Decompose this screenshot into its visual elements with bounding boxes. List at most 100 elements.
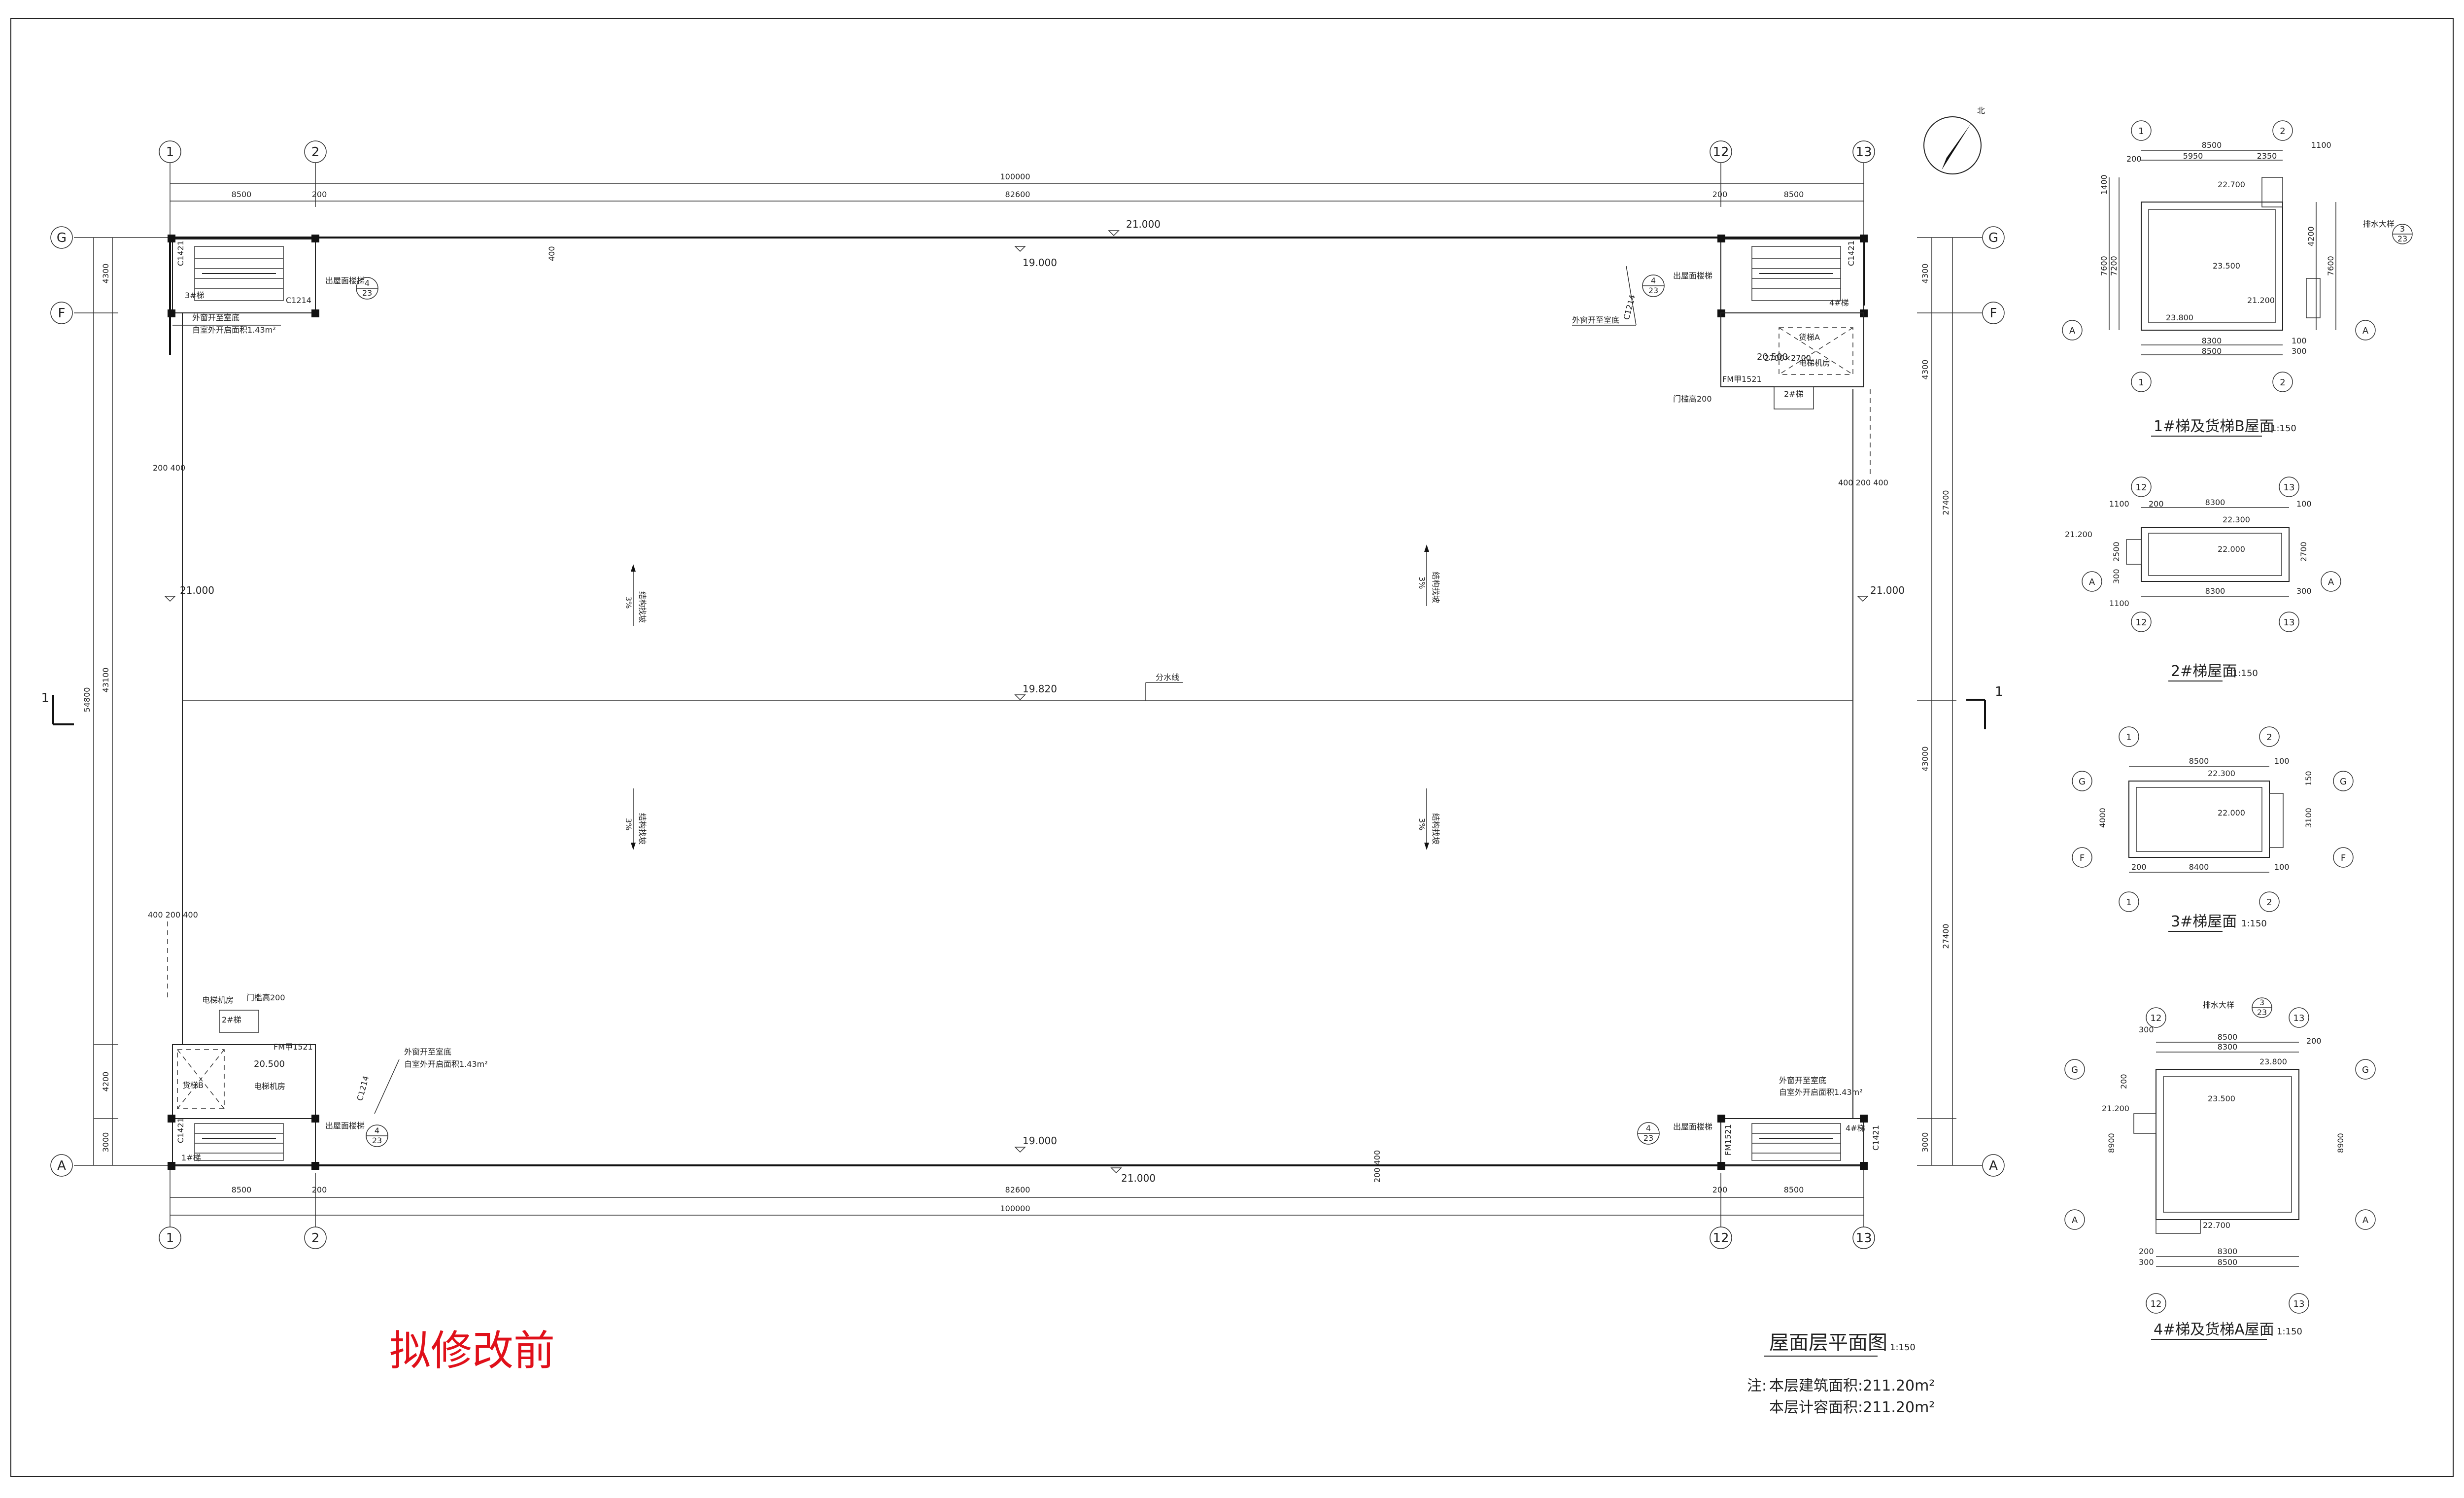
slope-bl: 3%	[624, 818, 633, 830]
mp2-level-22300: 22.300	[2223, 515, 2250, 524]
detail-tag-4-br: 4	[1646, 1124, 1651, 1133]
mp2-scale: 1:150	[2232, 668, 2258, 679]
stair-block-top-right: C1421 4#梯 货梯A 2700×2700 20.500 电梯机房 FM甲1…	[1572, 235, 1868, 409]
mp2-axis-13-top: 13	[2284, 482, 2295, 493]
axis-1-bottom: 1	[166, 1231, 174, 1246]
mp3-dim-3100: 3100	[2304, 808, 2313, 828]
dim-200-top-left: 200	[312, 190, 327, 199]
dim-27400-bottom: 27400	[1941, 924, 1951, 949]
mp3-level-22000: 22.000	[2218, 808, 2245, 817]
mp4-dim-300-bottom: 300	[2139, 1258, 2154, 1267]
elevator-room-tr: 电梯机房	[1799, 358, 1830, 368]
mp4-dim-8300-bottom: 8300	[2218, 1247, 2238, 1256]
slope-arrows: 3% 结构找坡 3% 结构找坡 3% 结构找坡 3% 结构找坡	[624, 545, 1440, 850]
mp4-tag-23: 23	[2257, 1008, 2267, 1017]
dim-4200-left: 4200	[101, 1072, 110, 1092]
mp1-scale: 1:150	[2271, 423, 2296, 434]
mp1-dim-2350: 2350	[2257, 151, 2277, 161]
mp4-level-21200: 21.200	[2102, 1104, 2129, 1113]
pump-label-tr: 出屋面楼梯	[1673, 271, 1712, 280]
dim-4300-right-2: 4300	[1920, 360, 1930, 380]
dim-mid-top: 82600	[1005, 190, 1030, 199]
slope-note-br: 结构找坡	[1431, 813, 1440, 845]
sheet-border	[10, 18, 2454, 1477]
section-label-left: 1	[41, 691, 49, 706]
slope-note-bl: 结构找坡	[638, 813, 647, 845]
level-19000-bottom: 19.000	[1023, 1135, 1057, 1147]
mp2-dim-100-top: 100	[2296, 499, 2312, 509]
dim-bay-left-bottom: 8500	[232, 1185, 252, 1194]
dim-4300-left: 4300	[101, 264, 110, 284]
mp2-dim-2700: 2700	[2299, 542, 2308, 562]
window-c1421-tl: C1421	[176, 240, 185, 266]
mp1-level-22700: 22.700	[2218, 180, 2245, 189]
window-c1214-bl: C1214	[355, 1075, 371, 1102]
mp1-level-23500: 23.500	[2213, 261, 2240, 271]
level-21000-left: 21.000	[180, 584, 214, 596]
dim-400-200-400-bl: 400 200 400	[148, 910, 198, 919]
level-21000-bottom: 21.000	[1121, 1172, 1156, 1184]
mp1-dim-8300: 8300	[2202, 336, 2222, 345]
dim-bay-right-bottom: 8500	[1784, 1185, 1804, 1194]
smoke2-br: 自室外开启面积1.43m²	[1779, 1088, 1863, 1097]
stair-block-bottom-left: 货梯B 20.500 电梯机房 FM甲1521 电梯机房 门槛高200 2#梯 …	[148, 910, 488, 1170]
mp1-axis-A-left: A	[2069, 326, 2076, 336]
door-sill-bl: 门槛高200	[246, 993, 285, 1002]
mini-plan-2: 12 13 12 13 A A 8300 1100 200 100 8300 1…	[2065, 477, 2341, 681]
dim-200-400-bottom: 200 400	[1372, 1150, 1382, 1183]
slope-tl: 3%	[624, 596, 633, 609]
mp1-dim-5950: 5950	[2183, 151, 2203, 161]
mp4-dim-8900-right: 8900	[2336, 1133, 2345, 1153]
mp1-tag-3: 3	[2400, 224, 2405, 234]
mp1-dim-7200: 7200	[2109, 256, 2119, 276]
mp3-dim-150: 150	[2304, 771, 2313, 786]
bottom-dimensions: 8500 8500 82600 100000 200 200	[170, 1163, 1864, 1227]
mp3-axis-G-left: G	[2079, 777, 2086, 787]
mp2-dim-1100-top: 1100	[2109, 499, 2129, 509]
stair4-label-br: 4#梯	[1846, 1124, 1865, 1133]
axis-1-top: 1	[166, 145, 174, 160]
axis-bubbles-bottom: 1 2 12 13	[159, 1226, 1875, 1249]
mp2-title: 2#梯屋面	[2171, 663, 2237, 680]
axis-A-right: A	[1989, 1158, 1998, 1173]
axis-bubbles-top: 1 2 12 13	[159, 140, 1875, 163]
smoke1-bl: 外窗开至室底	[404, 1047, 451, 1056]
mp2-axis-13-bottom: 13	[2284, 617, 2295, 628]
stair-block-top-left: C1421 3#梯 C1214 出屋面楼梯 4 23 外窗开至室底 自室外开启面…	[168, 235, 378, 335]
right-dimensions: 4300 4300 27400 43000 27400 3000	[1917, 237, 1982, 1166]
stair4-label: 4#梯	[1829, 298, 1849, 307]
window-c1214-tl: C1214	[286, 296, 311, 305]
mp1-note: 排水大样	[2363, 219, 2395, 229]
mp3-axis-G-right: G	[2340, 777, 2347, 787]
mp2-dim-200-top: 200	[2149, 499, 2164, 509]
mp1-axis-A-right: A	[2362, 326, 2369, 336]
mp2-axis-12-top: 12	[2136, 482, 2147, 493]
slope-note-tl: 结构找坡	[638, 591, 647, 623]
revision-title: 拟修改前	[389, 1327, 555, 1375]
top-dimensions: 100000 82600 8500 8500 200 200	[170, 163, 1864, 241]
pump-label-tl: 出屋面楼梯	[325, 276, 365, 285]
mp3-axis-1-top: 1	[2126, 732, 2131, 743]
dim-bay-right-top: 8500	[1784, 190, 1804, 199]
mp3-scale: 1:150	[2241, 919, 2267, 929]
dim-3000-right: 3000	[1920, 1132, 1930, 1153]
stair-block-bottom-right: C1421 4#梯 外窗开至室底 自室外开启面积1.43m² 出屋面楼梯 4 2…	[1637, 1076, 1881, 1170]
fm-bl: FM甲1521	[274, 1042, 313, 1052]
detail-tag-4-bl: 4	[375, 1126, 379, 1135]
dim-54800: 54800	[82, 687, 92, 713]
slope-tr: 3%	[1417, 577, 1427, 589]
detail-tag-4-tl: 4	[365, 278, 370, 288]
elevator-room-bl: 电梯机房	[254, 1082, 285, 1091]
mp4-level-22700: 22.700	[2203, 1221, 2230, 1230]
window-c1421-br: C1421	[1871, 1125, 1881, 1151]
mp1-dim-7600-left: 7600	[2099, 256, 2109, 276]
slope-note-tr: 结构找坡	[1431, 572, 1440, 603]
mp1-dim-7600-right: 7600	[2326, 256, 2335, 276]
smoke1-br: 外窗开至室底	[1779, 1076, 1826, 1085]
level-19000-top: 19.000	[1023, 257, 1057, 269]
mp1-dim-8500-bottom: 8500	[2202, 346, 2222, 356]
plot-area-note: 本层计容面积:211.20m²	[1769, 1399, 1935, 1416]
door-sill-tr: 门槛高200	[1673, 394, 1712, 404]
left-dimensions: 54800 43100 4300 4200 3000	[74, 237, 170, 1166]
